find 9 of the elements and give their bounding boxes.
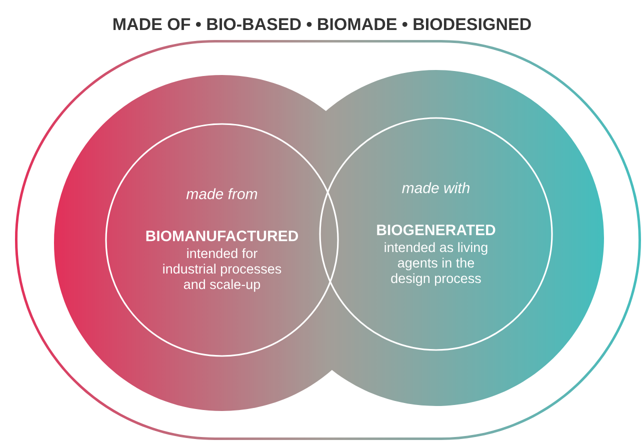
heading: MADE OF • BIO-BASED • BIOMADE • BIODESIGNED xyxy=(114,18,531,30)
italic-label: made from xyxy=(186,188,258,200)
title-label: BIOGENERATED xyxy=(377,224,496,236)
description: intended as living agents in the design process xyxy=(384,242,488,286)
venn-circle xyxy=(105,123,339,357)
venn-circle xyxy=(319,117,553,351)
italic-label: made with xyxy=(402,182,470,194)
title-label: BIOMANUFACTURED xyxy=(146,230,298,242)
description: intended for industrial processes and scale-up xyxy=(163,248,282,292)
